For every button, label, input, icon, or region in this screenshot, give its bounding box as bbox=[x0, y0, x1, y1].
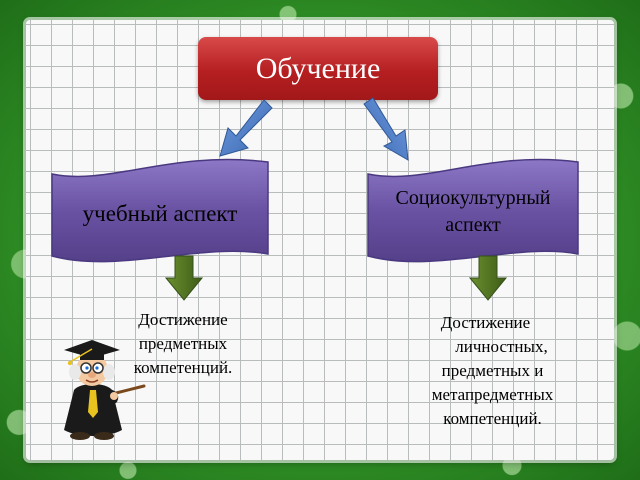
banner-right-shape bbox=[367, 158, 579, 263]
banner-right-label-line2: аспект bbox=[445, 214, 501, 236]
down-left-arrow-icon bbox=[219, 99, 273, 157]
professor-mascot-icon bbox=[64, 340, 146, 440]
result-left-line: предметных bbox=[138, 334, 228, 353]
banner-left-label: учебный аспект bbox=[82, 201, 238, 226]
banner-right-label-line1: Социокультурный bbox=[395, 187, 551, 209]
result-right-line: компетенций. bbox=[443, 409, 542, 428]
banner-educational-aspect: учебный аспект bbox=[50, 156, 270, 266]
result-right-line: Достижение bbox=[440, 313, 531, 332]
banner-sociocultural-aspect: Социокультурный аспект bbox=[366, 156, 580, 266]
result-right-line: личностных, bbox=[455, 337, 548, 356]
result-left-text: Достижение предметных компетенций. bbox=[108, 308, 258, 380]
top-concept-box: Обучение bbox=[198, 37, 438, 100]
result-left-line: компетенций. bbox=[133, 358, 233, 377]
top-concept-label: Обучение bbox=[255, 51, 381, 85]
result-right-line: метапредметных bbox=[431, 385, 554, 404]
down-right-arrow-icon bbox=[363, 97, 409, 161]
down-arrow-icon bbox=[468, 255, 508, 301]
down-arrow-icon bbox=[164, 255, 204, 301]
banner-left-shape bbox=[51, 158, 269, 263]
result-left-line: Достижение bbox=[138, 310, 228, 329]
result-right-text: Достижение личностных, предметных и мета… bbox=[405, 311, 580, 431]
result-right-line: предметных и bbox=[441, 361, 544, 380]
